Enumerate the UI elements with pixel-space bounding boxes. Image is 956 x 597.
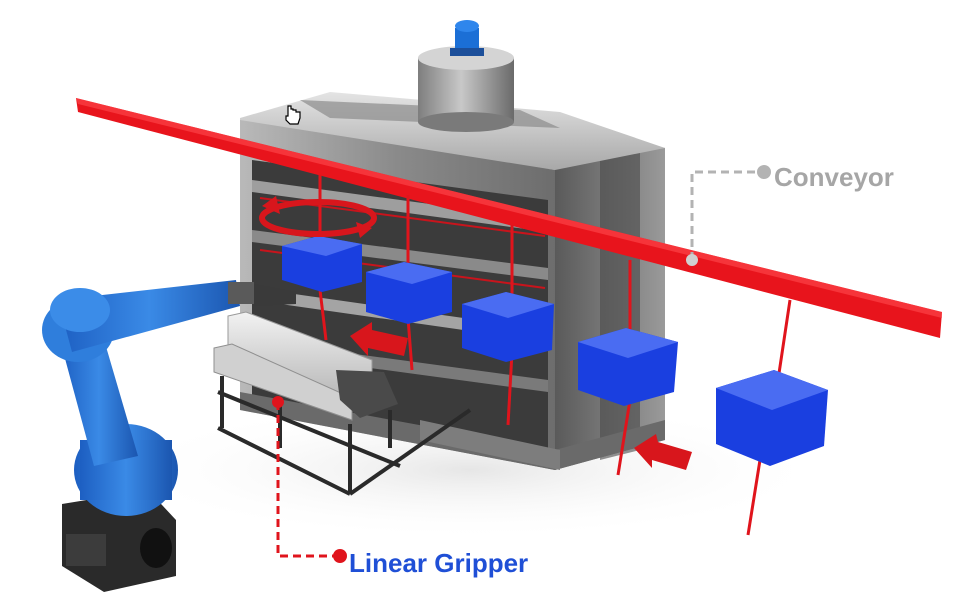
robot-arm bbox=[42, 280, 296, 592]
arrow-left-icon bbox=[350, 322, 408, 356]
part-box bbox=[578, 328, 678, 406]
part-box bbox=[282, 236, 362, 292]
flow-arrows bbox=[350, 322, 692, 470]
linear-gripper-assembly bbox=[213, 311, 472, 496]
arrow-left-icon bbox=[634, 434, 692, 470]
conveyor-rail bbox=[76, 98, 942, 338]
part-box bbox=[716, 370, 828, 466]
rotate-arrows-icon bbox=[259, 196, 377, 238]
linear-gripper-label: Linear Gripper bbox=[349, 548, 529, 578]
gripper-leader-line bbox=[272, 396, 347, 563]
conveyor-leader-line bbox=[686, 165, 771, 266]
part-boxes bbox=[282, 236, 828, 466]
part-box bbox=[366, 262, 452, 324]
conveyor-label: Conveyor bbox=[774, 162, 894, 192]
part-box bbox=[462, 292, 554, 362]
exhaust-fan-unit bbox=[418, 20, 514, 132]
hand-pointer-icon bbox=[285, 105, 301, 125]
